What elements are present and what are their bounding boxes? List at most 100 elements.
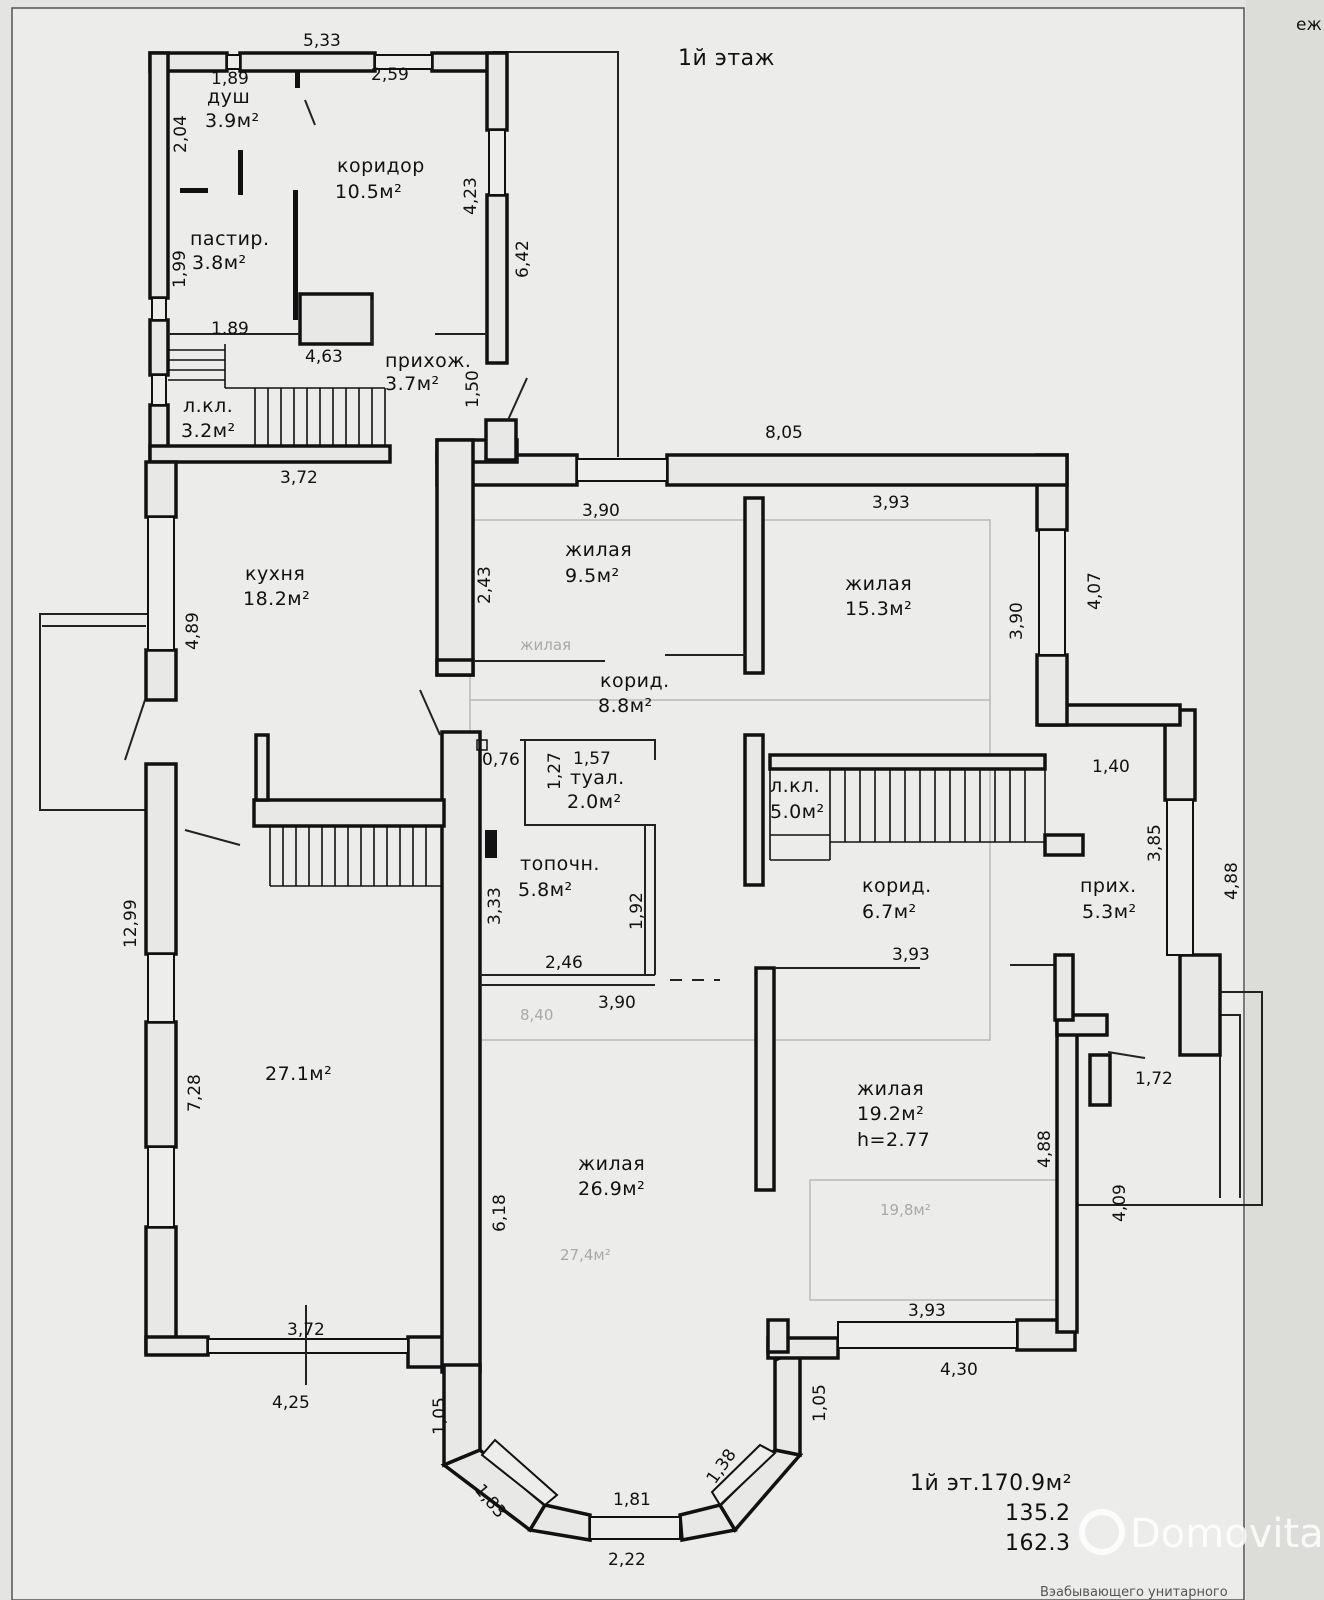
- dim-label: 4,63: [305, 347, 343, 367]
- room-kitchen-area: 18.2м²: [243, 588, 310, 610]
- room-153-name: жилая: [845, 573, 912, 595]
- total-value-3: 162.3: [1005, 1531, 1070, 1556]
- dim-label: 1,05: [810, 1384, 830, 1422]
- stairs-upper: [168, 344, 386, 446]
- svg-text:19,8м²: 19,8м²: [880, 1201, 931, 1219]
- dim-label: 4,88: [1035, 1130, 1055, 1168]
- dim-label: 3,90: [1007, 602, 1027, 640]
- dim-label: 1,50: [463, 370, 483, 408]
- dim-label: 2,04: [171, 115, 191, 153]
- right-page-strip: [1246, 0, 1324, 1600]
- dim-label: 1,92: [627, 892, 647, 930]
- dim-label: 1,27: [545, 752, 565, 790]
- dim-label: 3,90: [598, 993, 636, 1013]
- dim-label: 2,43: [475, 566, 495, 604]
- dim-label: 1,57: [573, 749, 611, 769]
- dim-label: 8,05: [765, 423, 803, 443]
- watermark-logo-icon: [1079, 1509, 1125, 1555]
- room-hall1-area: 3.7м²: [385, 373, 440, 395]
- dim-label: 3,93: [908, 1301, 946, 1321]
- room-boiler-area: 5.8м²: [518, 879, 573, 901]
- stairs-right: [768, 753, 1085, 861]
- svg-text:жилая: жилая: [520, 636, 571, 654]
- room-stairs1-area: 3.2м²: [181, 420, 236, 442]
- dim-label: 2,46: [545, 953, 583, 973]
- dim-label: 3,72: [280, 468, 318, 488]
- dim-label: 12,99: [121, 899, 141, 948]
- room-corridor1-name: коридор: [337, 155, 425, 177]
- room-toilet-name: туал.: [570, 767, 625, 789]
- edge-text: eж: [1296, 15, 1322, 35]
- room-269-name: жилая: [578, 1153, 645, 1175]
- room-pantry-area: 3.8м²: [192, 252, 247, 274]
- room-shower-name: душ: [207, 86, 250, 108]
- room-hall1-name: прихож.: [385, 350, 471, 372]
- room-corridor1-area: 10.5м²: [335, 181, 402, 203]
- room-hall2-area: 5.3м²: [1082, 901, 1137, 923]
- dim-label: 4,23: [461, 177, 481, 215]
- dim-label: 4,89: [183, 612, 203, 650]
- dim-label: 0,76: [482, 750, 520, 770]
- room-corridor2-area: 8.8м²: [598, 695, 653, 717]
- room-corridor3-area: 6.7м²: [862, 901, 917, 923]
- room-stairs1-name: л.кл.: [183, 395, 233, 417]
- room-hall2-name: прих.: [1080, 875, 1137, 897]
- dim-label: 3,33: [485, 887, 505, 925]
- partitions: [475, 654, 1075, 1192]
- room-toilet-area: 2.0м²: [567, 791, 622, 813]
- dim-label: 4,09: [1110, 1184, 1130, 1222]
- dim-label: 6,42: [513, 240, 533, 278]
- room-192-area: 19.2м²: [857, 1103, 924, 1125]
- area-totals: 1й эт.170.9м² 135.2 162.3: [910, 1471, 1072, 1556]
- dim-label: 1,40: [1092, 757, 1130, 777]
- bottom-edge-text: Вэабывающего унитарного: [1040, 1585, 1228, 1600]
- room-labels: душ 3.9м² коридор 10.5м² пастир. 3.8м² п…: [181, 86, 1137, 1200]
- dim-label: 3,72: [287, 1320, 325, 1340]
- dim-label: 4,88: [1222, 862, 1242, 900]
- windows: [147, 54, 1194, 1540]
- dim-label: 1.89: [211, 319, 249, 339]
- floor-title: 1й этаж: [678, 46, 775, 71]
- dim-label: 3,90: [582, 501, 620, 521]
- room-pantry-name: пастир.: [190, 228, 270, 250]
- room-192-height: h=2.77: [857, 1129, 930, 1151]
- walls: [144, 51, 1222, 1543]
- room-stairs2-area: 5.0м²: [770, 801, 825, 823]
- dim-label: 3,85: [1145, 824, 1165, 862]
- svg-text:8,40: 8,40: [520, 1006, 553, 1024]
- terrace-left: [39, 613, 148, 811]
- dim-label: 7,28: [185, 1074, 205, 1112]
- dim-label: 1,99: [170, 250, 190, 288]
- watermark-text: Domovita: [1130, 1511, 1324, 1557]
- svg-text:27,4м²: 27,4м²: [560, 1246, 611, 1264]
- total-label: 1й эт.170.9м²: [910, 1471, 1072, 1496]
- dim-label: 5,33: [303, 31, 341, 51]
- dim-label: 1,81: [613, 1490, 651, 1510]
- room-stairs2-name: л.кл.: [770, 775, 820, 797]
- watermark: Domovita: [1079, 1509, 1324, 1557]
- dim-label: 2,59: [371, 65, 409, 85]
- room-269-area: 26.9м²: [578, 1178, 645, 1200]
- dim-label: 4,30: [940, 1360, 978, 1380]
- room-95-area: 9.5м²: [565, 565, 620, 587]
- stairs-kitchen: [252, 733, 446, 887]
- room-big-area: 27.1м²: [265, 1063, 332, 1085]
- dim-label: 6,18: [490, 1194, 510, 1232]
- dim-label: 1,05: [430, 1397, 450, 1435]
- roof-line: [493, 51, 619, 457]
- total-value-2: 135.2: [1005, 1501, 1070, 1526]
- room-shower-area: 3.9м²: [205, 110, 260, 132]
- room-153-area: 15.3м²: [845, 598, 912, 620]
- dim-label: 1,89: [211, 69, 249, 89]
- terrace-right: [1070, 991, 1263, 1206]
- dim-label: 3,93: [892, 945, 930, 965]
- room-corridor3-name: корид.: [862, 875, 932, 897]
- dim-label: 1,72: [1135, 1069, 1173, 1089]
- room-boiler-name: топочн.: [520, 853, 600, 875]
- dim-label: 4,25: [272, 1393, 310, 1413]
- room-95-name: жилая: [565, 539, 632, 561]
- room-corridor2-name: корид.: [600, 670, 670, 692]
- room-192-name: жилая: [857, 1078, 924, 1100]
- dim-label: 2,22: [608, 1550, 646, 1570]
